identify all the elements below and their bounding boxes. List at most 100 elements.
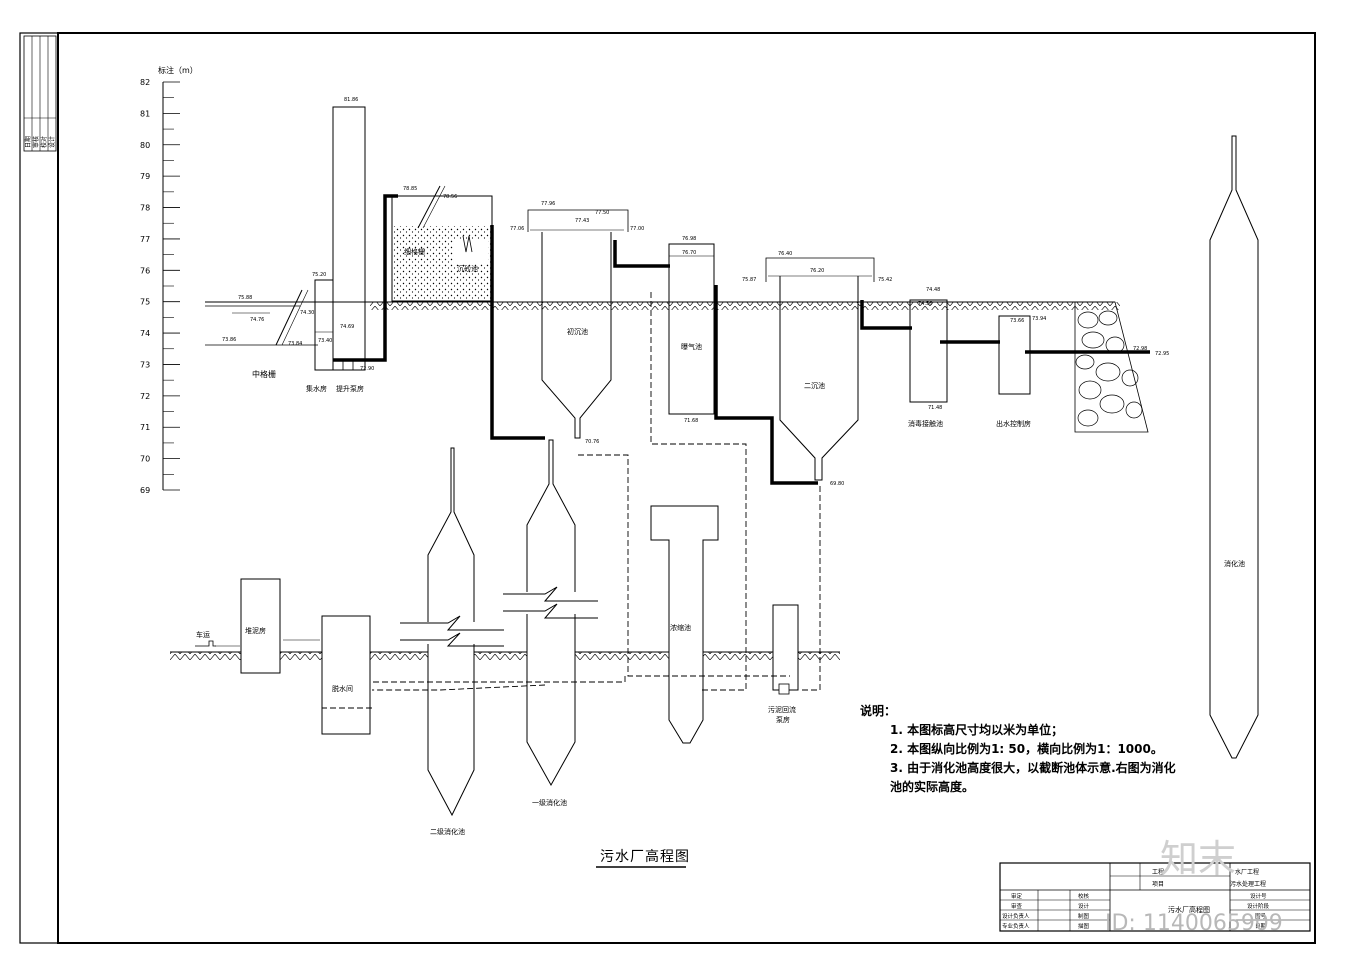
- scale-tick-label: 82: [140, 78, 150, 87]
- ground-upper: [205, 301, 1120, 310]
- ground-lower: [170, 651, 840, 660]
- note-3b: 池的实际高度。: [890, 780, 975, 794]
- lvl-sec-a: 76.40: [778, 251, 792, 257]
- stamp-0: 日期: [24, 136, 32, 148]
- lvl-fine-b: 78.56: [443, 194, 457, 200]
- tb-r1b: 校核: [1078, 892, 1090, 900]
- unit-thickener: 浓缩池: [670, 623, 691, 632]
- drawing-frame: [57, 32, 1316, 944]
- notes-block: 说明： 1. 本图标高尺寸均以米为单位； 2. 本图纵向比例为1: 50，横向比…: [860, 702, 1176, 797]
- lvl-prim-b: 77.50: [595, 210, 609, 216]
- tb-f1: 工程: [1152, 868, 1164, 876]
- scale-tick-label: 77: [140, 235, 150, 244]
- scale-tick-label: 75: [140, 298, 150, 307]
- title-block: 工程 项目 水厂工程 污水处理工程 污水厂高程图 审定 校核 审查 设计 设计负…: [999, 862, 1311, 932]
- unit-digester-2: 二级消化池: [430, 827, 465, 836]
- scale-tick-label: 76: [140, 266, 150, 275]
- lvl-lift-c: 74.69: [340, 324, 354, 330]
- lvl-prim-low: 70.76: [585, 439, 599, 445]
- tb-r1a: 审定: [1011, 892, 1023, 900]
- fine-screen-grit: 78.85 78.56 细格栅 沉砂池: [391, 185, 545, 440]
- lvl-out-a: 73.94: [1032, 316, 1046, 322]
- lvl-prim-c: 77.43: [575, 218, 589, 224]
- tb-r4a: 专业负责人: [1002, 922, 1030, 930]
- lift-station: 81.86 75.20 74.30 74.69 73.40 72.90 集水房 …: [300, 97, 398, 393]
- tb-code1: 设计号: [1250, 892, 1267, 900]
- tb-r3a: 设计负责人: [1002, 912, 1030, 920]
- lvl-prim-d: 77.06: [510, 226, 524, 232]
- unit-digester-1: 一级消化池: [532, 798, 567, 807]
- inlet-channel: 75.88 74.76 73.86 73.84 中格栅: [205, 289, 318, 379]
- stamp-2: 校对: [40, 136, 48, 148]
- disinfection-outlet: 74.48 74.56 71.48 消毒接触池 73.94 73.66 出水控制…: [908, 287, 1169, 433]
- lvl-dis-a: 74.48: [926, 287, 940, 293]
- tb-code3: 图号: [1255, 912, 1267, 920]
- unit-disinfection: 消毒接触池: [908, 419, 943, 428]
- lvl-collect-b: 74.30: [300, 310, 314, 316]
- tb-code4: 日期: [1255, 923, 1267, 930]
- scale-tick-label: 80: [140, 141, 150, 150]
- note-1: 1. 本图标高尺寸均以米为单位；: [890, 723, 1064, 737]
- unit-collect: 集水房: [306, 384, 327, 393]
- unit-return-pump-2: 泵房: [776, 715, 790, 724]
- unit-sludge-store: 堆泥房: [245, 626, 266, 635]
- brand-watermark: 知末: [1160, 837, 1236, 881]
- lvl-dis-low: 71.48: [928, 405, 942, 411]
- lvl-inlet-a: 75.88: [238, 295, 252, 301]
- side-stamp: 日期 审核 校对 设计: [23, 35, 57, 152]
- lvl-sec-low: 69.80: [830, 481, 844, 487]
- sludge-system: 堆泥房 车运 脱水间 二级消化池 一级消化池 浓缩池 污泥回流 泵房: [195, 292, 821, 836]
- id-watermark: ID: 1140065909: [1105, 911, 1283, 936]
- tb-r2b: 设计: [1078, 902, 1090, 910]
- secondary-clarifier: 76.40 76.20 75.87 75.42 69.80 二沉池: [742, 251, 912, 487]
- scale-tick-label: 72: [140, 392, 150, 401]
- primary-clarifier: 77.96 77.50 77.43 77.06 77.00 70.76 初沉池: [510, 201, 670, 445]
- unit-fine-screen: 细格栅: [404, 247, 425, 256]
- unit-digester-right: 消化池: [1224, 559, 1245, 568]
- lvl-sec-c: 75.87: [742, 277, 756, 283]
- unit-dewater: 脱水间: [332, 684, 353, 693]
- unit-aeration: 曝气池: [681, 342, 702, 351]
- note-3a: 3. 由于消化池高度很大，以截断池体示意.右图为消化: [890, 761, 1176, 775]
- unit-outlet: 出水控制房: [996, 419, 1031, 428]
- lvl-lift-top: 81.86: [344, 97, 358, 103]
- scale-tick-label: 70: [140, 455, 150, 464]
- scale-tick-label: 74: [140, 329, 150, 338]
- tb-code2: 设计阶段: [1247, 902, 1270, 910]
- stamp-3: 设计: [48, 136, 56, 148]
- tb-drawing: 污水厂高程图: [1168, 905, 1210, 914]
- drawing-caption: 污水厂高程图: [600, 849, 690, 865]
- lvl-prim-e: 77.00: [630, 226, 644, 232]
- tb-project-sub: 污水处理工程: [1230, 880, 1266, 888]
- aeration-tank: 76.98 76.70 71.68 曝气池: [668, 236, 818, 485]
- lvl-collect-c: 73.40: [318, 338, 332, 344]
- unit-return-pump-1: 污泥回流: [768, 705, 796, 714]
- scale-tick-label: 73: [140, 360, 150, 369]
- scale-unit: 标注（m）: [158, 65, 198, 75]
- tb-r2a: 审查: [1011, 902, 1023, 910]
- scale-tick-label: 79: [140, 172, 150, 181]
- tb-project: 水厂工程: [1235, 868, 1259, 876]
- outer-frame: [19, 32, 1316, 944]
- stamp-1: 审核: [32, 136, 40, 148]
- scale-tick-label: 78: [140, 204, 150, 213]
- notes-heading: 说明：: [860, 704, 897, 718]
- lvl-prim-a: 77.96: [541, 201, 555, 207]
- lvl-aer-low: 71.68: [684, 418, 698, 424]
- lvl-sec-b: 76.20: [810, 268, 824, 274]
- unit-secondary: 二沉池: [804, 381, 825, 390]
- tb-r4b: 描图: [1078, 922, 1090, 930]
- lvl-out-b: 73.66: [1010, 318, 1024, 324]
- lvl-river-a: 72.98: [1133, 346, 1147, 352]
- unit-grit: 沉砂池: [457, 264, 478, 273]
- lvl-river-b: 72.95: [1155, 351, 1169, 357]
- tb-r3b: 制图: [1078, 912, 1090, 920]
- scale-tick-label: 71: [140, 423, 150, 432]
- lvl-aer-a: 76.98: [682, 236, 696, 242]
- unit-truck: 车运: [196, 630, 210, 639]
- scale-tick-label: 81: [140, 109, 150, 118]
- lvl-dis-b: 74.56: [918, 301, 932, 307]
- tb-f2: 项目: [1152, 881, 1164, 888]
